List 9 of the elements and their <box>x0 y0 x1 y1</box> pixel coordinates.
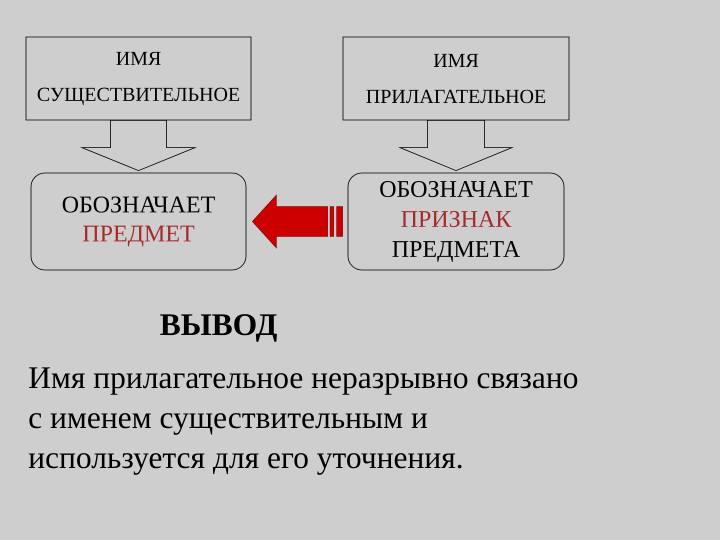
heading: ВЫВОД <box>160 314 277 342</box>
block-arrow <box>252 194 343 249</box>
rounded-box: ОБОЗНАЧАЕТ ПРЕДМЕТ <box>30 172 246 270</box>
outline-arrow <box>80 120 198 172</box>
rounded-box: ОБОЗНАЧАЕТ ПРИЗНАК ПРЕДМЕТА <box>348 172 564 270</box>
callout-box: ИМЯ СУЩЕСТВИТЕЛЬНОЕ <box>26 36 252 120</box>
outline-arrow <box>398 120 514 172</box>
paragraph: Имя прилагательное неразрывно связано с именем существительным и используется для его уточнения. <box>28 367 578 475</box>
callout-box: ИМЯ ПРИЛАГАТЕЛЬНОЕ <box>342 36 570 120</box>
